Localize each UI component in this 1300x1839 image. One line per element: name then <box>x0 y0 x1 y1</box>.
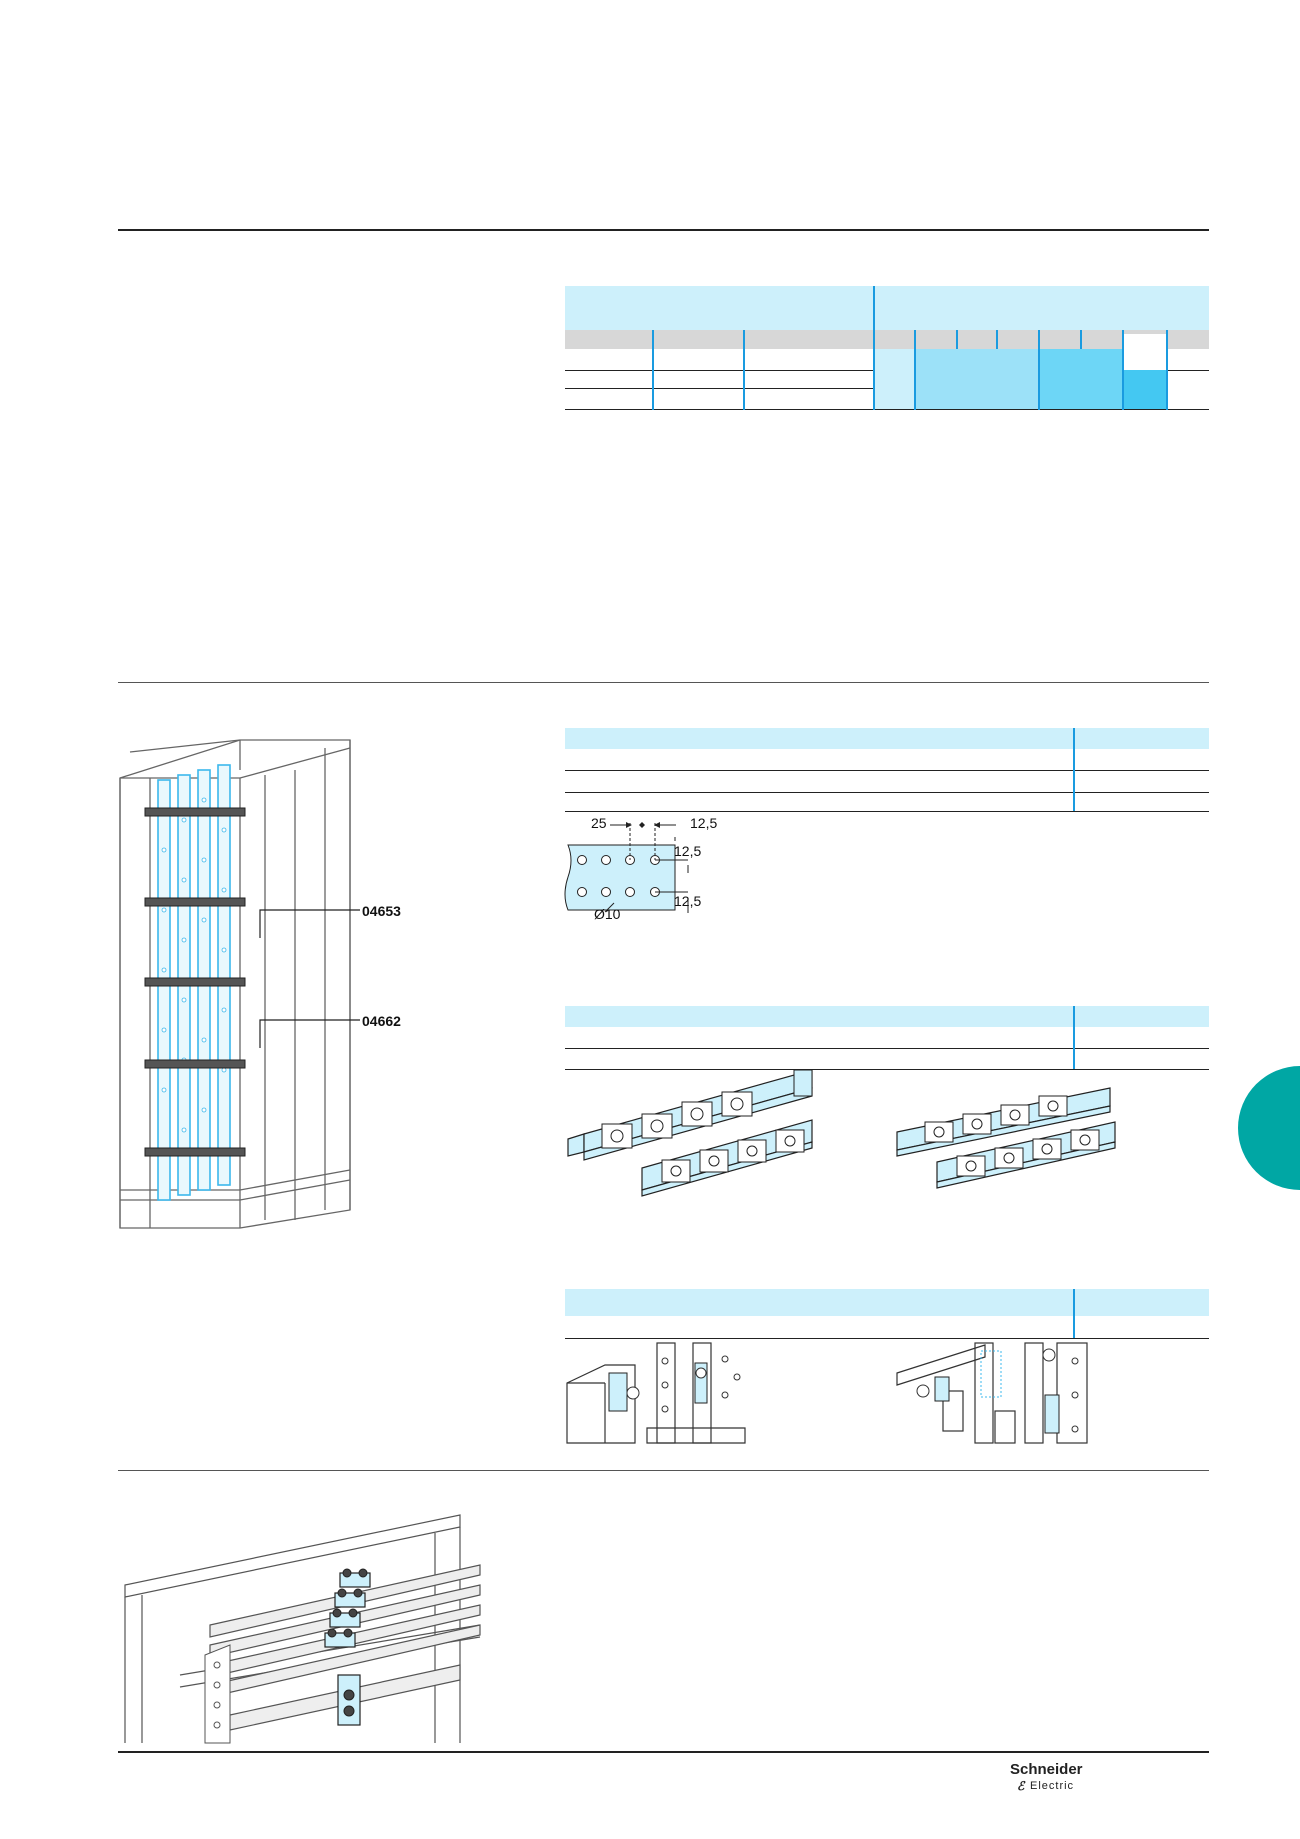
dim-edge-top: 12,5 <box>690 815 718 831</box>
dim-row-2: 12,5 <box>674 893 702 909</box>
bottom-rule <box>118 1751 1209 1753</box>
col-line <box>743 330 745 410</box>
busbar-support-left <box>567 1069 813 1197</box>
col-line <box>1038 330 1040 410</box>
cabinet-busbar-drawing <box>119 739 360 1229</box>
logo-brand: Schneider <box>1010 1761 1083 1778</box>
col-line <box>1166 330 1168 410</box>
col-line <box>956 330 958 349</box>
row-line <box>565 388 874 389</box>
col-line <box>1073 728 1075 811</box>
col-line <box>1073 1289 1075 1338</box>
row-line <box>565 792 1209 793</box>
fixing-detail-right <box>896 1342 1088 1444</box>
fill-strong <box>1124 370 1168 410</box>
row-line <box>565 409 1209 410</box>
section-rule <box>118 1470 1209 1471</box>
col-line <box>914 330 916 410</box>
table-header-band <box>565 728 1209 749</box>
busbar-support-right <box>896 1087 1116 1189</box>
grey-header-row <box>565 330 1209 349</box>
dim-row-1: 12,5 <box>674 843 702 859</box>
top-rule <box>118 229 1209 231</box>
schneider-electric-logo: Schneider ℰ Electric <box>1010 1761 1110 1795</box>
section-tab <box>1238 1066 1300 1190</box>
col-line <box>1073 1006 1075 1069</box>
fill-mid <box>916 349 1040 410</box>
row-line <box>565 1069 1209 1070</box>
fixing-detail-left <box>566 1342 746 1444</box>
row-line <box>565 1048 1209 1049</box>
dim-pitch: 25 <box>591 815 607 831</box>
row-line <box>565 770 1209 771</box>
col-line <box>873 286 875 410</box>
table-header-band <box>565 1289 1209 1316</box>
fill-light <box>874 349 916 410</box>
col-line <box>1080 330 1082 349</box>
section-rule <box>118 682 1209 683</box>
logo-sub: Electric <box>1030 1780 1075 1792</box>
fill-deep <box>1040 349 1124 410</box>
col-line <box>996 330 998 349</box>
logo-swoosh-icon: ℰ <box>1017 1779 1025 1793</box>
col-line <box>1122 330 1124 410</box>
row-line <box>565 811 1209 812</box>
row-line <box>565 370 874 371</box>
ref-04662-label: 04662 <box>362 1013 401 1029</box>
busbar-connection-drawing <box>124 1514 481 1744</box>
busbar-drilling-diagram <box>564 822 689 913</box>
col-line <box>652 330 654 410</box>
white-cell <box>1124 334 1168 349</box>
row-line <box>565 1338 1209 1339</box>
table-header-band <box>565 286 1209 330</box>
table-header-band <box>565 1006 1209 1027</box>
ref-04653-label: 04653 <box>362 903 401 919</box>
row-line <box>1168 370 1209 371</box>
dim-hole-diameter: Ø10 <box>594 906 621 922</box>
